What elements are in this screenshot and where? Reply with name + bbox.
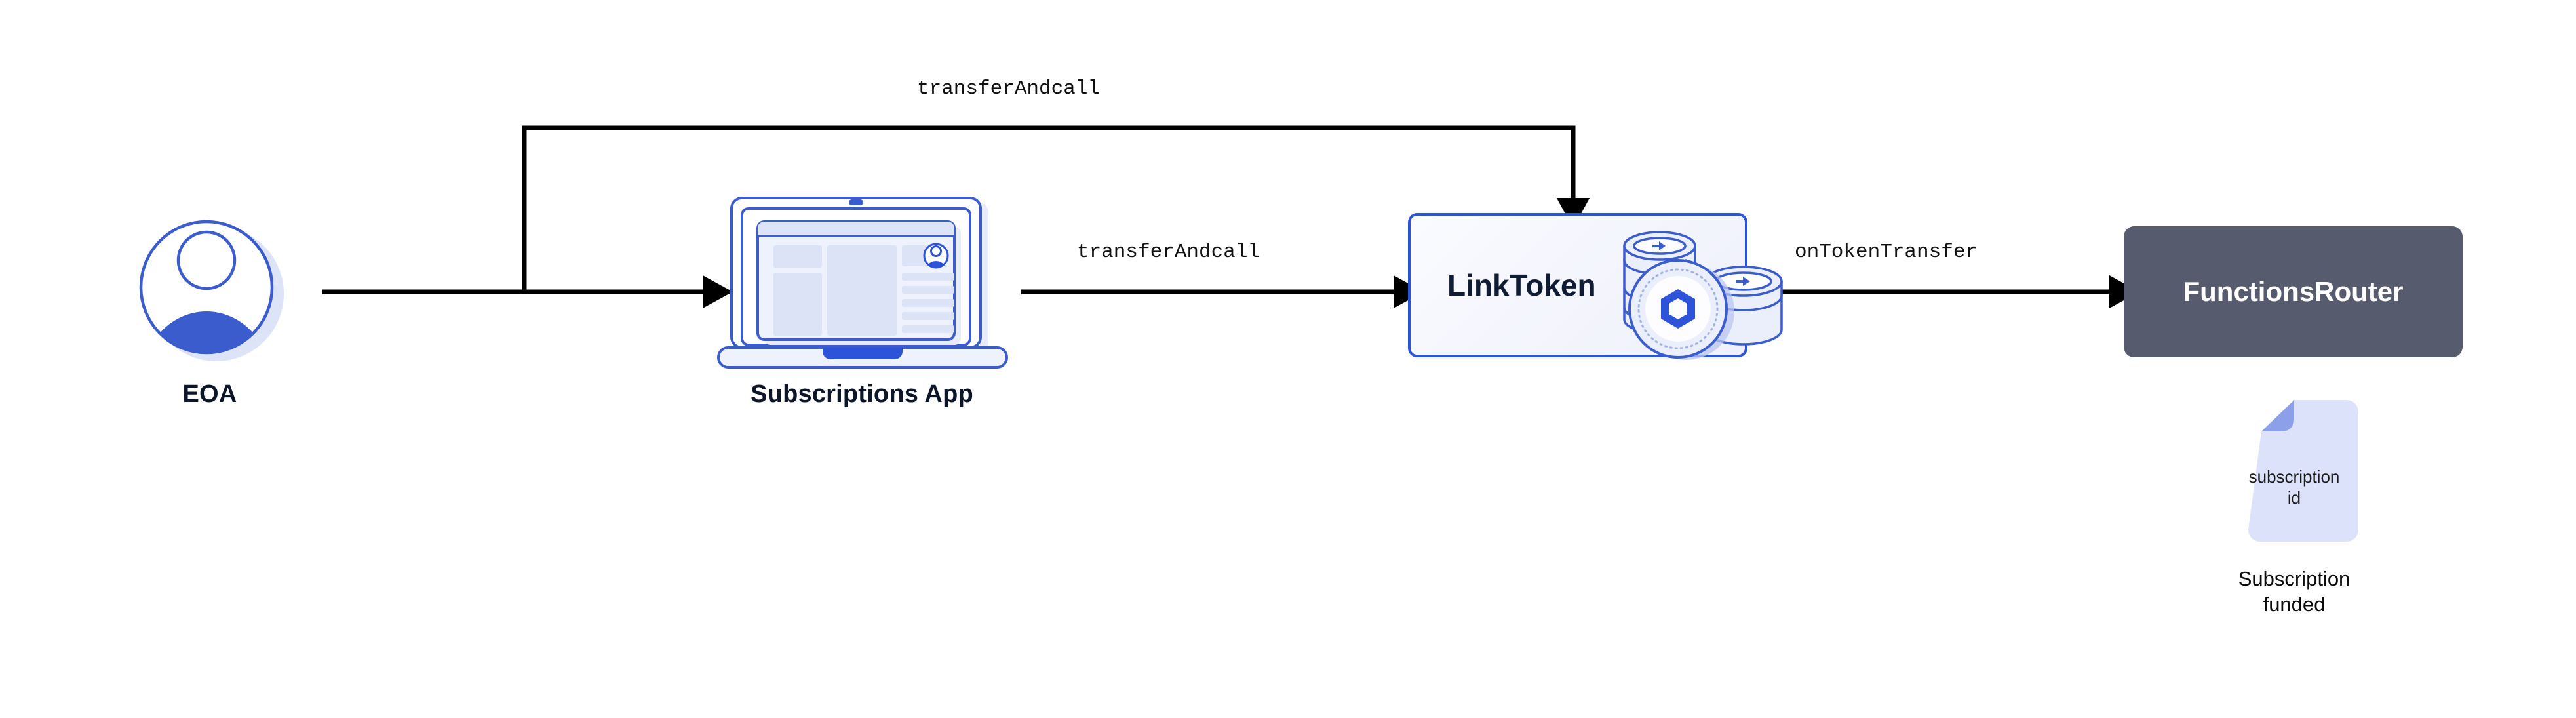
node-label-subscription-funded: Subscription funded — [2189, 567, 2399, 618]
node-label-functions-router: FunctionsRouter — [2183, 276, 2404, 307]
edge-label-ontokentransfer: onTokenTransfer — [1795, 241, 1978, 264]
doc-text-line-2: id — [2287, 487, 2301, 508]
doc-text-line-1: subscription — [2248, 467, 2340, 487]
document-icon: subscription id — [2189, 393, 2399, 564]
node-label-subscriptions-app: Subscriptions App — [751, 380, 973, 408]
node-functions-router[interactable]: FunctionsRouter — [2124, 226, 2463, 357]
edge-label-transferandcall-top: transferAndcall — [917, 77, 1101, 100]
node-subscription-doc[interactable]: subscription id Subscription funded — [2189, 393, 2399, 618]
user-avatar-icon — [105, 197, 315, 380]
edge-label-transferandcall-middle: transferAndcall — [1077, 241, 1260, 264]
node-label-eoa: EOA — [182, 380, 237, 408]
edge-eoa-to-linktoken — [522, 125, 1590, 292]
node-link-token[interactable]: LinkToken — [1408, 213, 1783, 360]
subscription-caption-line-1: Subscription — [2238, 567, 2351, 590]
node-eoa[interactable]: EOA — [105, 197, 315, 409]
document-icon-text: subscription id — [2189, 467, 2399, 508]
laptop-icon — [708, 184, 1016, 380]
node-label-link-token: LinkToken — [1447, 268, 1596, 302]
subscription-caption-line-2: funded — [2263, 592, 2326, 616]
node-subscriptions-app[interactable]: Subscriptions App — [708, 184, 1016, 409]
